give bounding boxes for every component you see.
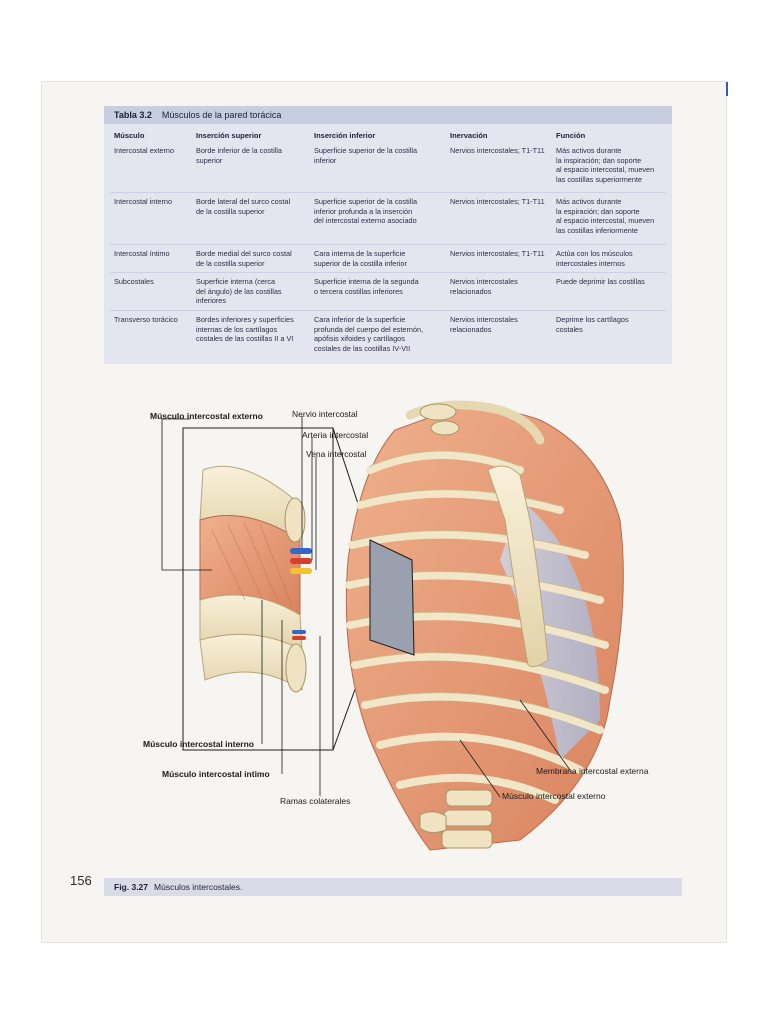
table-row-divider [110, 192, 666, 193]
table-cell-function: Deprime los cartílagos costales [556, 315, 629, 334]
table-cell-nerve: Nervios intercostales relacionados [450, 277, 518, 296]
label-external-intercostal-muscle-right: Músculo intercostal externo [502, 791, 606, 801]
figure-caption-text: Músculos intercostales. [154, 882, 243, 892]
ribcage [345, 400, 624, 851]
table-cell-nerve: Nervios intercostales; T1-T11 [450, 146, 545, 155]
table-cell-muscle: Intercostal externo [114, 146, 175, 155]
table-cell-nerve: Nervios intercostales; T1-T11 [450, 197, 545, 206]
table-label: Tabla 3.2 [114, 110, 152, 120]
label-external-intercostal-muscle: Músculo intercostal externo [150, 411, 263, 421]
label-collateral-branches: Ramas colaterales [280, 796, 351, 806]
table-header-function: Función [556, 131, 586, 140]
table-cell-function: Puede deprimir las costillas [556, 277, 645, 286]
table-cell-superior: Borde inferior de la costilla superior [196, 146, 282, 165]
caption-bar [104, 878, 682, 896]
inset-rib-section [199, 465, 312, 693]
table-cell-superior: Borde lateral del surco costal de la cos… [196, 197, 291, 216]
table-row-divider [110, 244, 666, 245]
label-intercostal-artery: Arteria intercostal [302, 430, 369, 440]
table-cell-superior: Bordes inferiores y superficies internas… [196, 315, 294, 343]
table-cell-superior: Borde medial del surco costal de la cost… [196, 249, 292, 268]
table-cell-inferior: Superficie superior de la costilla infer… [314, 197, 418, 225]
table-cell-muscle: Intercostal íntimo [114, 249, 170, 258]
table-cell-nerve: Nervios intercostales; T1-T11 [450, 249, 545, 258]
table-cell-muscle: Subcostales [114, 277, 154, 286]
table-title-bar: Tabla 3.2 Músculos de la pared torácica [104, 106, 672, 124]
table-row-divider [110, 272, 666, 273]
table-cell-muscle: Intercostal interno [114, 197, 173, 206]
figure-caption-label: Fig. 3.27 [114, 882, 149, 892]
table-cell-inferior: Superficie interna de la segunda o terce… [314, 277, 419, 296]
label-internal-intercostal-muscle: Músculo intercostal interno [143, 739, 254, 749]
figure-caption: Fig. 3.27 Músculos intercostales. [114, 882, 242, 892]
table-cell-inferior: Cara interna de la superficie superior d… [314, 249, 407, 268]
page-edge-mark [726, 82, 728, 96]
table-cell-function: Más activos durante la inspiración; dan … [556, 146, 655, 184]
label-innermost-intercostal-muscle: Músculo intercostal íntimo [162, 769, 270, 779]
table-header-nerve: Inervación [450, 131, 488, 140]
table-header-superior: Inserción superior [196, 131, 262, 140]
label-intercostal-vein: Vena intercostal [306, 449, 367, 459]
page-number: 156 [70, 873, 92, 888]
table-cell-inferior: Cara inferior de la superficie profunda … [314, 315, 424, 353]
label-intercostal-nerve: Nervio intercostal [292, 409, 358, 419]
table-background [104, 106, 672, 364]
table-cell-function: Más activos durante la espiración; dan s… [556, 197, 655, 235]
table-cell-superior: Superficie interna (cerca del ángulo) de… [196, 277, 282, 305]
table-cell-function: Actúa con los músculos intercostales int… [556, 249, 633, 268]
table-row-divider [110, 310, 666, 311]
table-cell-inferior: Superficie superior de la costilla infer… [314, 146, 418, 165]
table-cell-muscle: Transverso torácico [114, 315, 178, 324]
leader-lines [161, 416, 571, 798]
table-header-muscle: Músculo [114, 131, 145, 140]
table-header-inferior: Inserción inferior [314, 131, 376, 140]
label-external-intercostal-membrane: Membrana intercostal externa [536, 766, 649, 776]
table-title: Músculos de la pared torácica [161, 110, 282, 120]
table-cell-nerve: Nervios intercostales relacionados [450, 315, 518, 334]
